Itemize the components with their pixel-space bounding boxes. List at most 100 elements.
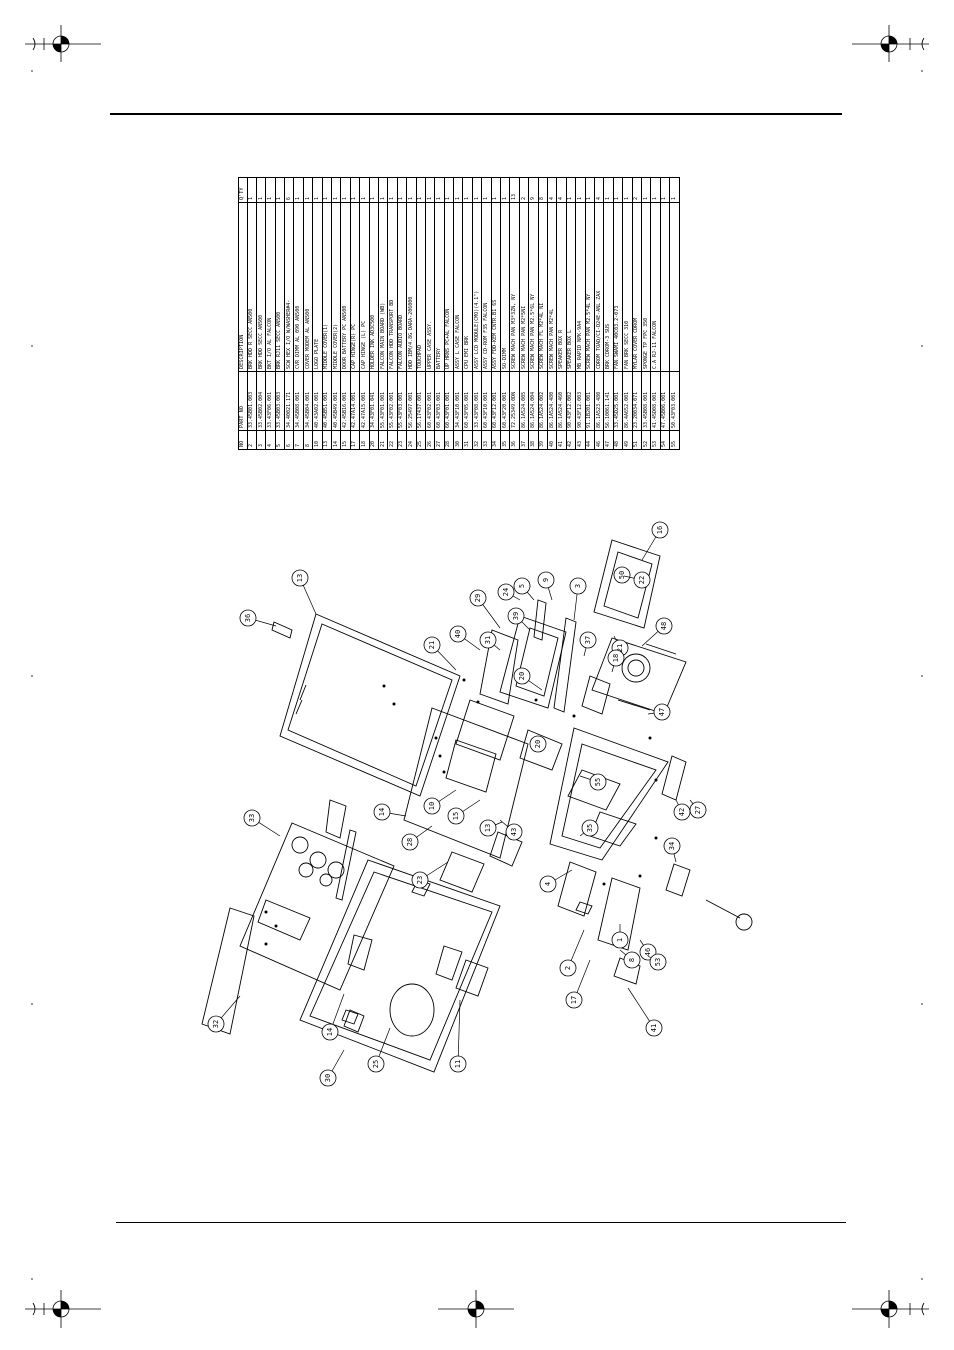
callout-label: 22 — [638, 576, 646, 584]
callout-label: 21 — [616, 644, 624, 652]
callout-label: 36 — [244, 614, 252, 622]
callout-bubble: 20 — [513, 667, 543, 691]
callout-bubble: 30 — [319, 1049, 345, 1087]
callout-label: 39 — [512, 612, 520, 620]
main-board — [403, 699, 529, 859]
hard-disk — [479, 629, 519, 705]
upper-case — [299, 859, 501, 1073]
sodimm-module — [581, 675, 611, 715]
callout-bubble: 24 — [497, 583, 521, 601]
callout-bubble: 46 — [639, 939, 657, 961]
callout-bubble: 20 — [529, 735, 547, 753]
header-rule — [110, 113, 842, 115]
callout-label: 20 — [518, 672, 526, 680]
callout-label: 37 — [584, 636, 592, 644]
callout-label: 9 — [542, 578, 550, 582]
callout-bubble: 47 — [647, 703, 671, 721]
callout-bubble: 4 — [539, 869, 573, 893]
callout-bubble: 42 — [673, 799, 691, 821]
callout-bubble: 29 — [469, 589, 501, 629]
callout-bubble: 35 — [579, 819, 599, 837]
callout-label: 53 — [654, 958, 662, 966]
callout-bubble: 28 — [401, 825, 433, 851]
callout-label: 2 — [564, 966, 572, 970]
callout-bubble: 11 — [449, 999, 467, 1073]
callout-bubble: 41 — [627, 987, 663, 1037]
callout-bubble: 34 — [663, 837, 681, 863]
callout-label: 14 — [378, 808, 386, 816]
callout-bubble: 15 — [447, 799, 481, 825]
callout-label: 13 — [484, 824, 492, 832]
callout-bubble: 32 — [207, 995, 241, 1033]
rj11-bracket — [575, 901, 593, 915]
callout-label: 46 — [644, 948, 652, 956]
callout-label: 1 — [616, 938, 624, 942]
cdrom-bracket — [499, 615, 567, 709]
callout-label: 8 — [628, 958, 636, 962]
callout-label: 35 — [586, 824, 594, 832]
callout-bubble: 5 — [513, 577, 535, 601]
callout-bubble: 13 — [479, 819, 503, 837]
audio-board — [439, 851, 485, 893]
screws — [264, 678, 658, 946]
callout-label: 4 — [544, 882, 552, 886]
callout-label: 11 — [454, 1060, 462, 1068]
callout-label: 10 — [428, 802, 436, 810]
footer-rule — [116, 1222, 846, 1223]
lcd-panel — [279, 613, 461, 797]
callout-label: 16 — [656, 526, 664, 534]
callout-label: 32 — [212, 1020, 220, 1028]
callout-label: 50 — [618, 571, 626, 579]
callout-label: 33 — [248, 814, 256, 822]
callout-label: 43 — [510, 828, 518, 836]
callout-bubble: 3 — [569, 577, 587, 621]
callout-bubble: 9 — [537, 571, 555, 601]
callout-bubble: 2 — [559, 929, 585, 977]
callout-label: 14 — [326, 1028, 334, 1036]
callout-label: 30 — [324, 1074, 332, 1082]
hdd-bracket — [533, 599, 577, 713]
cpu-emi-shield — [239, 822, 395, 991]
hinge-clip — [271, 621, 293, 639]
callout-label: 23 — [416, 876, 424, 884]
battery-door — [557, 861, 597, 917]
callout-label: 47 — [658, 708, 666, 716]
callout-bubble: 27 — [689, 799, 707, 819]
callout-label: 48 — [660, 622, 668, 630]
callout-label: 29 — [474, 594, 482, 602]
callout-bubble: 22 — [623, 571, 651, 589]
cdrom-drive — [593, 539, 661, 629]
callout-bubble: 40 — [449, 625, 481, 651]
callout-bubble: 23 — [411, 861, 449, 889]
callout-label: 28 — [406, 838, 414, 846]
callout-bubble: 55 — [579, 773, 607, 791]
callout-bubble: 50 — [613, 566, 631, 584]
registration-mark-bottom-right-icon — [852, 1290, 929, 1328]
callout-label: 3 — [574, 584, 582, 588]
callout-label: 31 — [484, 636, 492, 644]
callout-bubble: 53 — [647, 953, 667, 971]
callout-label: 5 — [518, 584, 526, 588]
cpu-bracket — [519, 729, 563, 771]
callout-bubble: 43 — [499, 819, 523, 841]
callout-bubble: 31 — [479, 631, 501, 651]
callout-label: 13 — [296, 574, 304, 582]
callout-bubble: 8 — [619, 949, 641, 969]
callout-label: 20 — [534, 740, 542, 748]
callout-bubble: 18 — [607, 649, 625, 673]
callout-bubble: 17 — [565, 959, 591, 1009]
callout-bubble: 25 — [367, 1027, 391, 1073]
callout-label: 27 — [694, 806, 702, 814]
speaker-box-l — [665, 863, 691, 897]
registration-mark-bottom-left-icon — [25, 1290, 101, 1328]
battery — [597, 877, 641, 951]
callout-label: 34 — [668, 842, 676, 850]
callout-bubble: 1 — [611, 924, 629, 949]
callout-bubble: 14 — [373, 803, 407, 821]
callout-bubble: 10 — [423, 789, 457, 815]
callout-label: 40 — [454, 630, 462, 638]
callout-bubble: 37 — [579, 631, 597, 657]
